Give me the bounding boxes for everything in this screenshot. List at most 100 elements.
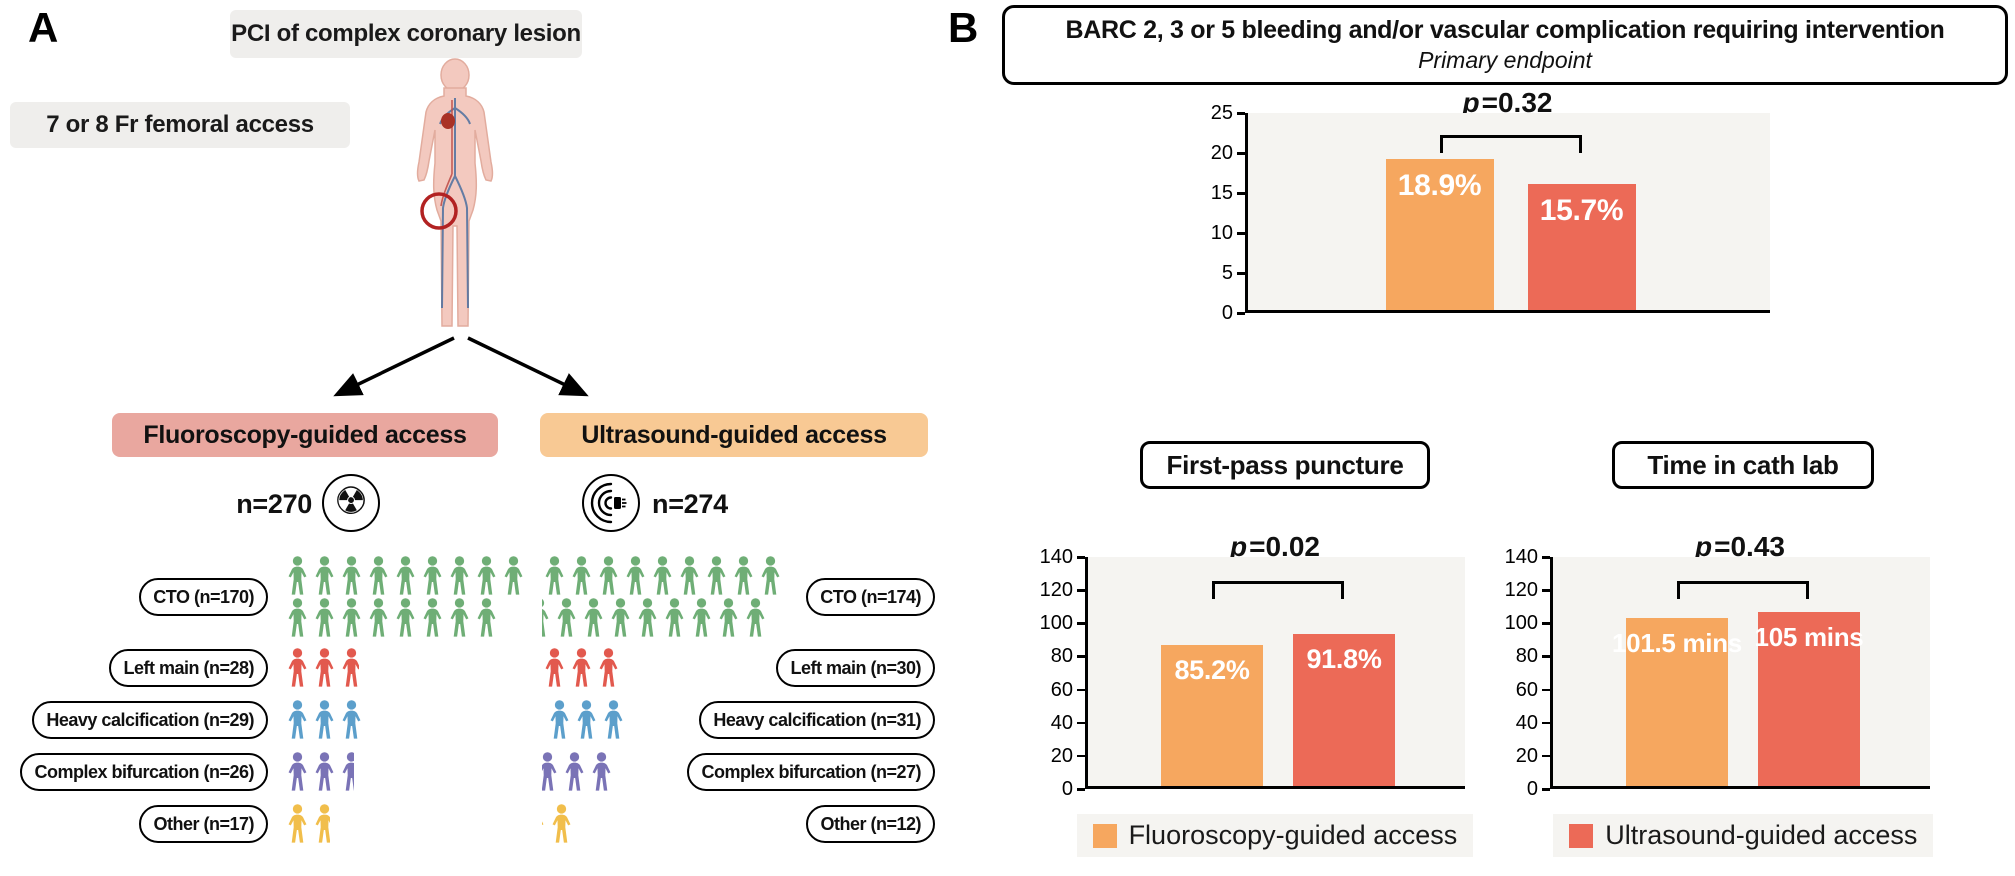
endpoint-title: BARC 2, 3 or 5 bleeding and/or vascular … xyxy=(1065,16,1945,44)
ultrasound-bar: 105 mins xyxy=(1755,612,1864,786)
category-label-left-cto: CTO (n=170) xyxy=(139,578,268,616)
patient-icon xyxy=(692,598,711,637)
category-label-right-cto: CTO (n=174) xyxy=(806,578,935,616)
plot-area: 18.9%15.7% xyxy=(1245,113,1770,313)
y-tick-label: 15 xyxy=(1210,182,1246,204)
category-label-right-heavy-calcification: Heavy calcification (n=31) xyxy=(699,701,935,739)
patient-icon xyxy=(557,598,576,637)
y-tick-label: 100 xyxy=(1504,612,1551,635)
patient-body-illustration xyxy=(416,58,494,327)
patient-icon xyxy=(542,700,545,740)
patient-row-left-other xyxy=(285,804,330,844)
y-tick-label: 100 xyxy=(1039,612,1086,635)
artery-line xyxy=(440,100,453,207)
y-tick-label: 60 xyxy=(1515,678,1551,701)
category-label-left-left-main: Left main (n=28) xyxy=(109,649,268,687)
patient-icon xyxy=(565,752,584,791)
patient-icon xyxy=(552,804,571,843)
randomization-arrows xyxy=(333,336,589,397)
patient-icon xyxy=(680,556,699,595)
patient-row-left-heavy-calcification xyxy=(285,700,361,740)
y-tick-label: 120 xyxy=(1039,579,1086,602)
patient-icon xyxy=(315,752,334,791)
panel-a-study-design: A PCI of complex coronary lesion 7 or 8 … xyxy=(0,0,940,876)
patient-icon xyxy=(611,598,630,637)
category-label-right-other: Other (n=12) xyxy=(806,805,935,843)
category-label-left-complex-bifurcation: Complex bifurcation (n=26) xyxy=(20,753,268,791)
ultrasound-bar: 91.8% xyxy=(1293,633,1395,786)
patient-icon xyxy=(746,598,765,637)
plot-area: 101.5 mins 105 mins xyxy=(1550,557,1930,789)
patient-row-right-left-main xyxy=(542,648,621,688)
patient-icon xyxy=(288,700,307,739)
pci-lesion-box: PCI of complex coronary lesion xyxy=(230,10,582,58)
partial-patient-icon xyxy=(312,804,330,844)
patient-icon xyxy=(369,556,388,595)
patient-icon xyxy=(707,556,726,595)
label-zone-right: CTO (n=174) xyxy=(806,578,935,616)
patient-icon xyxy=(542,599,549,637)
patient-icon xyxy=(288,556,307,595)
patient-icon xyxy=(653,556,672,595)
p-value: p=0.32 xyxy=(1462,87,1553,118)
partial-patient-icon xyxy=(339,752,354,792)
label-zone-left: Heavy calcification (n=29) xyxy=(0,701,268,739)
patient-icon xyxy=(604,700,623,739)
partial-patient-icon xyxy=(339,648,359,688)
fluoroscopy-bar: 85.2% xyxy=(1161,644,1263,786)
patient-icon xyxy=(450,556,469,595)
fluoroscopy-bar: 101.5 mins xyxy=(1612,617,1742,786)
first-pass-title-box: First-pass puncture xyxy=(1140,441,1430,489)
p-value: p=0.43 xyxy=(1695,531,1785,562)
patient-icon xyxy=(315,556,334,595)
ultrasound-swatch xyxy=(1569,823,1594,848)
partial-patient-icon xyxy=(542,700,545,740)
patient-row-left-complex-bifurcation xyxy=(285,752,354,792)
patient-icon xyxy=(315,804,330,843)
patient-icon xyxy=(423,556,442,595)
label-zone-left: Complex bifurcation (n=26) xyxy=(0,753,268,791)
patient-icon xyxy=(315,598,334,637)
y-tick-label: 25 xyxy=(1210,102,1246,124)
patient-icon xyxy=(734,556,753,595)
patient-icon xyxy=(592,752,611,791)
patient-icon xyxy=(599,556,618,595)
patient-icon xyxy=(545,648,564,687)
patient-icon xyxy=(545,556,564,595)
partial-patient-icon xyxy=(542,804,547,844)
label-zone-right: Complex bifurcation (n=27) xyxy=(687,753,935,791)
patient-row-left-left-main xyxy=(285,648,359,688)
y-tick-label: 40 xyxy=(1050,711,1086,734)
panel-b-label: B xyxy=(948,4,979,51)
patient-pictograms: CTO (n=170)CTO (n=174)Left main (n=28)Le… xyxy=(0,0,940,876)
bar-value-label: 91.8% xyxy=(1306,643,1382,674)
partial-patient-icon xyxy=(542,598,552,638)
fluoroscopy-swatch xyxy=(1092,823,1117,848)
bar-value-label: 105 mins xyxy=(1754,622,1864,652)
primary-endpoint-title-box: BARC 2, 3 or 5 bleeding and/or vascular … xyxy=(1002,5,2008,85)
patient-icon xyxy=(423,598,442,637)
legend-item-ultrasound: Ultrasound-guided access xyxy=(1553,814,1934,857)
bar-value-label: 18.9% xyxy=(1397,168,1482,202)
y-tick-label: 0 xyxy=(1061,778,1086,800)
patient-icon xyxy=(599,648,618,687)
patient-row-right-other xyxy=(542,804,574,844)
patient-icon xyxy=(342,752,354,791)
chart-legend: Fluoroscopy-guided access Ultrasound-gui… xyxy=(1002,814,2008,857)
heart-icon xyxy=(441,113,455,129)
endpoint-subtitle: Primary endpoint xyxy=(1418,47,1592,73)
panel-a-label: A xyxy=(28,4,59,51)
patient-icon xyxy=(542,821,544,826)
label-zone-left: CTO (n=170) xyxy=(0,578,268,616)
patient-row-left-cto xyxy=(285,556,526,596)
patient-icon xyxy=(504,556,523,595)
patient-icon xyxy=(288,598,307,637)
patient-icon xyxy=(572,648,591,687)
patient-icon xyxy=(477,556,496,595)
y-tick-label: 120 xyxy=(1504,579,1551,602)
